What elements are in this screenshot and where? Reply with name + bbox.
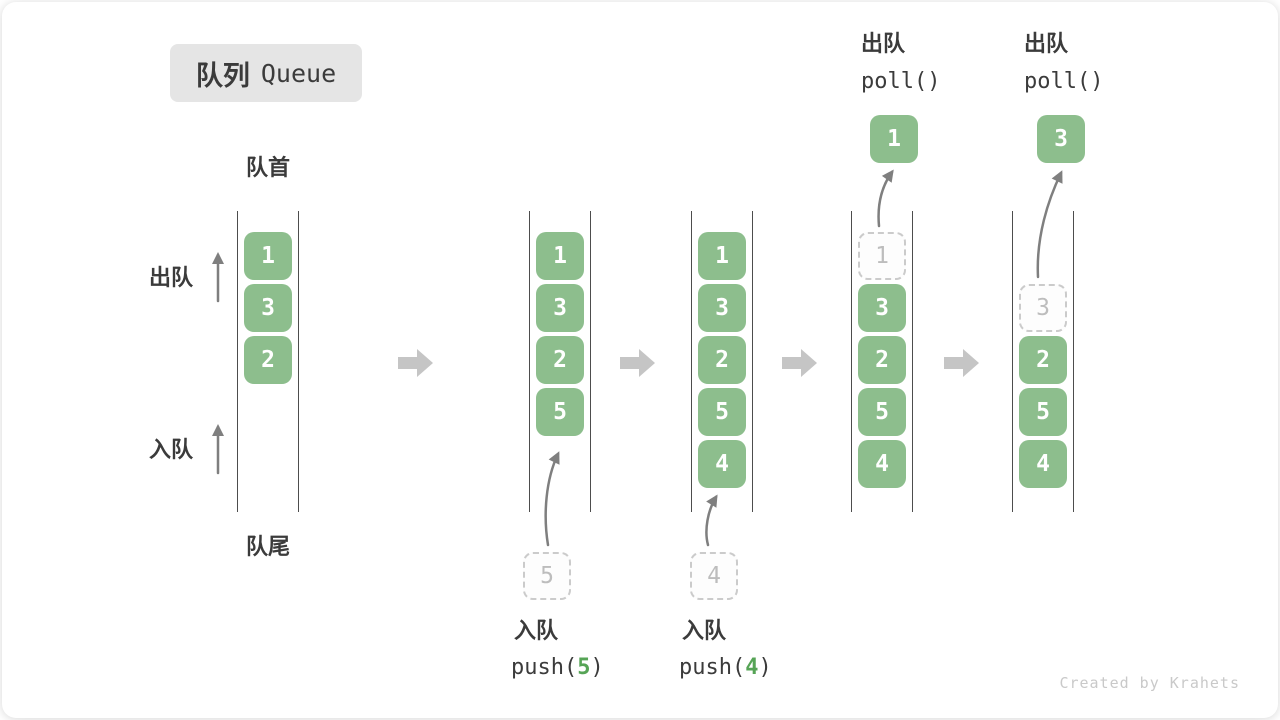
queue-block: 2 <box>536 336 584 384</box>
title-zh: 队列 <box>195 60 250 91</box>
dequeued-block: 1 <box>870 115 918 163</box>
queue-block: 3 <box>536 284 584 332</box>
dequeue-arrow-icon <box>877 169 894 228</box>
code-arg: 4 <box>745 655 759 680</box>
queue-column-4 <box>851 211 913 512</box>
queue-block: 5 <box>536 388 584 436</box>
enqueue-arrow-icon <box>705 494 718 547</box>
enqueue-op-label: 入队 <box>514 618 559 643</box>
queue-block: 3 <box>698 284 746 332</box>
queue-column-5 <box>1012 211 1074 512</box>
enqueue-arrow-icon <box>544 451 560 547</box>
queue-block: 1 <box>244 232 292 280</box>
dequeue-arrow-icon <box>1036 170 1063 279</box>
code-fn-close: ) <box>758 655 772 680</box>
enqueue-op-label: 入队 <box>682 618 727 643</box>
code-arg: 5 <box>577 655 591 680</box>
queue-front-label: 队首 <box>245 155 290 180</box>
ghost-block: 1 <box>858 232 906 280</box>
queue-column-3 <box>691 211 753 512</box>
queue-block: 1 <box>536 232 584 280</box>
queue-block: 5 <box>858 388 906 436</box>
dequeued-block: 3 <box>1037 115 1085 163</box>
flow-arrow-icon <box>782 349 817 377</box>
dequeue-direction-label: 出队 <box>149 265 194 290</box>
queue-block: 2 <box>858 336 906 384</box>
enqueue-op-code: push(4) <box>679 654 772 681</box>
queue-block: 4 <box>698 440 746 488</box>
queue-block: 5 <box>698 388 746 436</box>
queue-block: 2 <box>1019 336 1067 384</box>
dequeue-op-code: poll() <box>861 69 941 94</box>
queue-block: 3 <box>858 284 906 332</box>
dequeue-op-code: poll() <box>1024 69 1104 94</box>
queue-block: 4 <box>858 440 906 488</box>
ghost-block: 3 <box>1019 284 1067 332</box>
incoming-ghost-block: 4 <box>690 552 738 600</box>
title-box: 队列 Queue <box>170 44 362 102</box>
queue-block: 5 <box>1019 388 1067 436</box>
code-fn-close: ) <box>590 655 604 680</box>
flow-arrow-icon <box>398 349 433 377</box>
queue-block: 2 <box>244 336 292 384</box>
code-fn-open: push( <box>679 655 746 680</box>
enqueue-op-code: push(5) <box>511 654 604 681</box>
incoming-ghost-block: 5 <box>523 552 571 600</box>
queue-column-1 <box>237 211 299 512</box>
queue-column-2 <box>529 211 591 512</box>
dequeue-op-label: 出队 <box>1024 31 1069 56</box>
queue-block: 2 <box>698 336 746 384</box>
queue-block: 1 <box>698 232 746 280</box>
dequeue-direction-arrow-icon <box>212 252 224 303</box>
queue-block: 3 <box>244 284 292 332</box>
queue-block: 4 <box>1019 440 1067 488</box>
flow-arrow-icon <box>944 349 979 377</box>
title-en: Queue <box>260 58 337 88</box>
enqueue-direction-label: 入队 <box>149 437 194 462</box>
dequeue-op-label: 出队 <box>861 31 906 56</box>
queue-rear-label: 队尾 <box>245 534 290 559</box>
enqueue-direction-arrow-icon <box>212 424 224 475</box>
watermark: Created by Krahets <box>1059 674 1240 692</box>
flow-arrow-icon <box>620 349 655 377</box>
code-fn-open: push( <box>511 655 578 680</box>
